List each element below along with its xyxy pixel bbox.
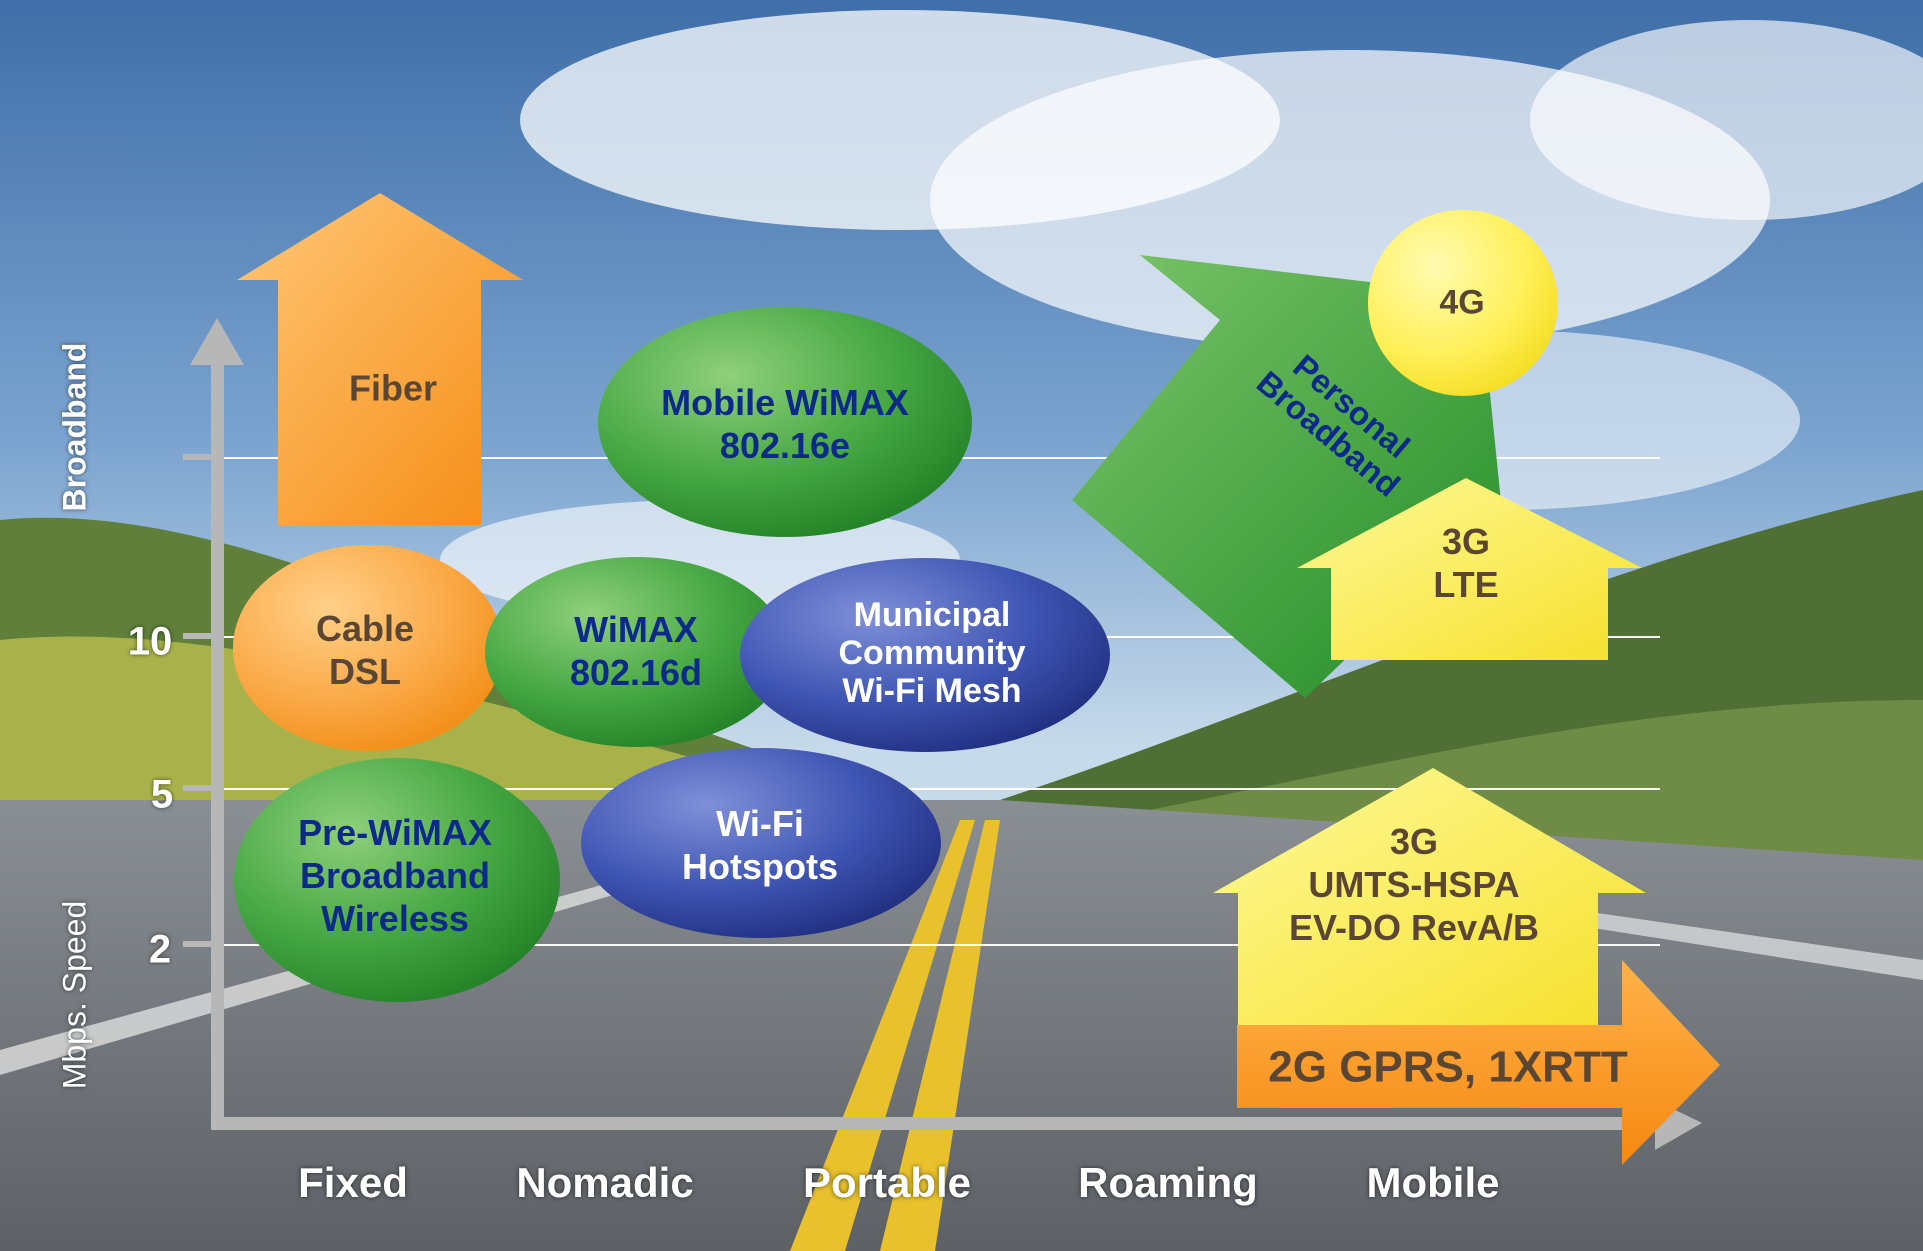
3g-lte-shape <box>1297 478 1642 660</box>
municipal-shape <box>740 558 1110 752</box>
y-axis-title-speed: Mbps. Speed <box>56 900 93 1090</box>
municipal-line-3: Wi-Fi Mesh <box>842 672 1022 711</box>
wifi-hotspots-shape <box>581 748 941 938</box>
x-label-nomadic: Nomadic <box>516 1159 694 1206</box>
cable-dsl-label: Cable DSL <box>316 607 414 693</box>
4g-label: 4G <box>1439 283 1485 322</box>
municipal-line-1: Municipal <box>853 595 1011 634</box>
pre-wimax-line-2: Broadband <box>299 855 491 897</box>
wimax-802-16d-line-1: WiMAX <box>574 608 698 650</box>
fiber-label: Fiber <box>348 367 438 409</box>
tick-mark-2 <box>183 941 211 947</box>
3g-lte-line-2: LTE <box>1433 564 1499 605</box>
pre-wimax-line-1: Pre-WiMAX <box>298 812 492 854</box>
3g-umts-line-1: 3G <box>1389 821 1439 863</box>
y-axis-arrowhead <box>190 318 244 365</box>
municipal-line-2: Community <box>838 633 1026 672</box>
2g-label: 2G GPRS, 1XRTT <box>1268 1042 1628 1092</box>
x-label-mobile: Mobile <box>1366 1159 1500 1206</box>
2g-arrow-shape <box>1237 960 1720 1165</box>
x-label-fixed: Fixed <box>298 1159 408 1206</box>
3g-lte-line-1: 3G <box>1441 520 1491 562</box>
pre-wimax-label: Pre-WiMAX Broadband Wireless <box>298 811 492 941</box>
3g-umts-line-2: UMTS-HSPA <box>1308 864 1520 906</box>
axes <box>183 318 1702 1150</box>
mobile-wimax-shape <box>598 307 972 537</box>
y-tick-10: 10 <box>127 619 173 664</box>
mobile-wimax-label: Mobile WiMAX 802.16e <box>661 381 909 467</box>
fiber-arrow-shape <box>237 193 523 525</box>
tick-mark-10 <box>183 633 211 639</box>
y-axis-title-broadband: Broadband <box>56 342 93 512</box>
mobile-wimax-line-1: Mobile WiMAX <box>661 381 909 423</box>
y-tick-2: 2 <box>148 927 172 972</box>
x-label-roaming: Roaming <box>1078 1159 1258 1206</box>
cable-dsl-line-2: DSL <box>328 651 401 692</box>
3g-lte-label: 3G LTE <box>1433 520 1498 606</box>
tick-mark-5 <box>183 785 211 791</box>
4g-shape <box>1368 210 1558 396</box>
tick-mark-top <box>183 454 211 460</box>
pre-wimax-line-3: Wireless <box>321 898 469 940</box>
wifi-hotspots-label: Wi-Fi Hotspots <box>682 802 838 888</box>
3g-umts-line-3: EV-DO RevA/B <box>1288 907 1540 949</box>
wifi-hotspots-line-1: Wi-Fi <box>716 802 804 844</box>
pre-wimax-shape <box>234 758 560 1002</box>
y-axis-line <box>211 360 224 1130</box>
cable-dsl-line-1: Cable <box>315 607 415 649</box>
x-axis-line <box>211 1117 1666 1130</box>
3g-umts-shape <box>1213 768 1646 1030</box>
wimax-802-16d-line-2: 802.16d <box>569 652 703 693</box>
cable-dsl-shape <box>233 545 503 751</box>
wimax-802-16d-shape <box>485 557 787 747</box>
mobile-wimax-line-2: 802.16e <box>719 425 851 466</box>
x-label-portable: Portable <box>802 1159 972 1206</box>
wifi-hotspots-line-2: Hotspots <box>682 846 838 887</box>
wimax-802-16d-label: WiMAX 802.16d <box>570 608 702 694</box>
3g-umts-label: 3G UMTS-HSPA EV-DO RevA/B <box>1289 820 1539 950</box>
municipal-label: Municipal Community Wi-Fi Mesh <box>839 596 1026 710</box>
y-tick-5: 5 <box>150 772 174 817</box>
